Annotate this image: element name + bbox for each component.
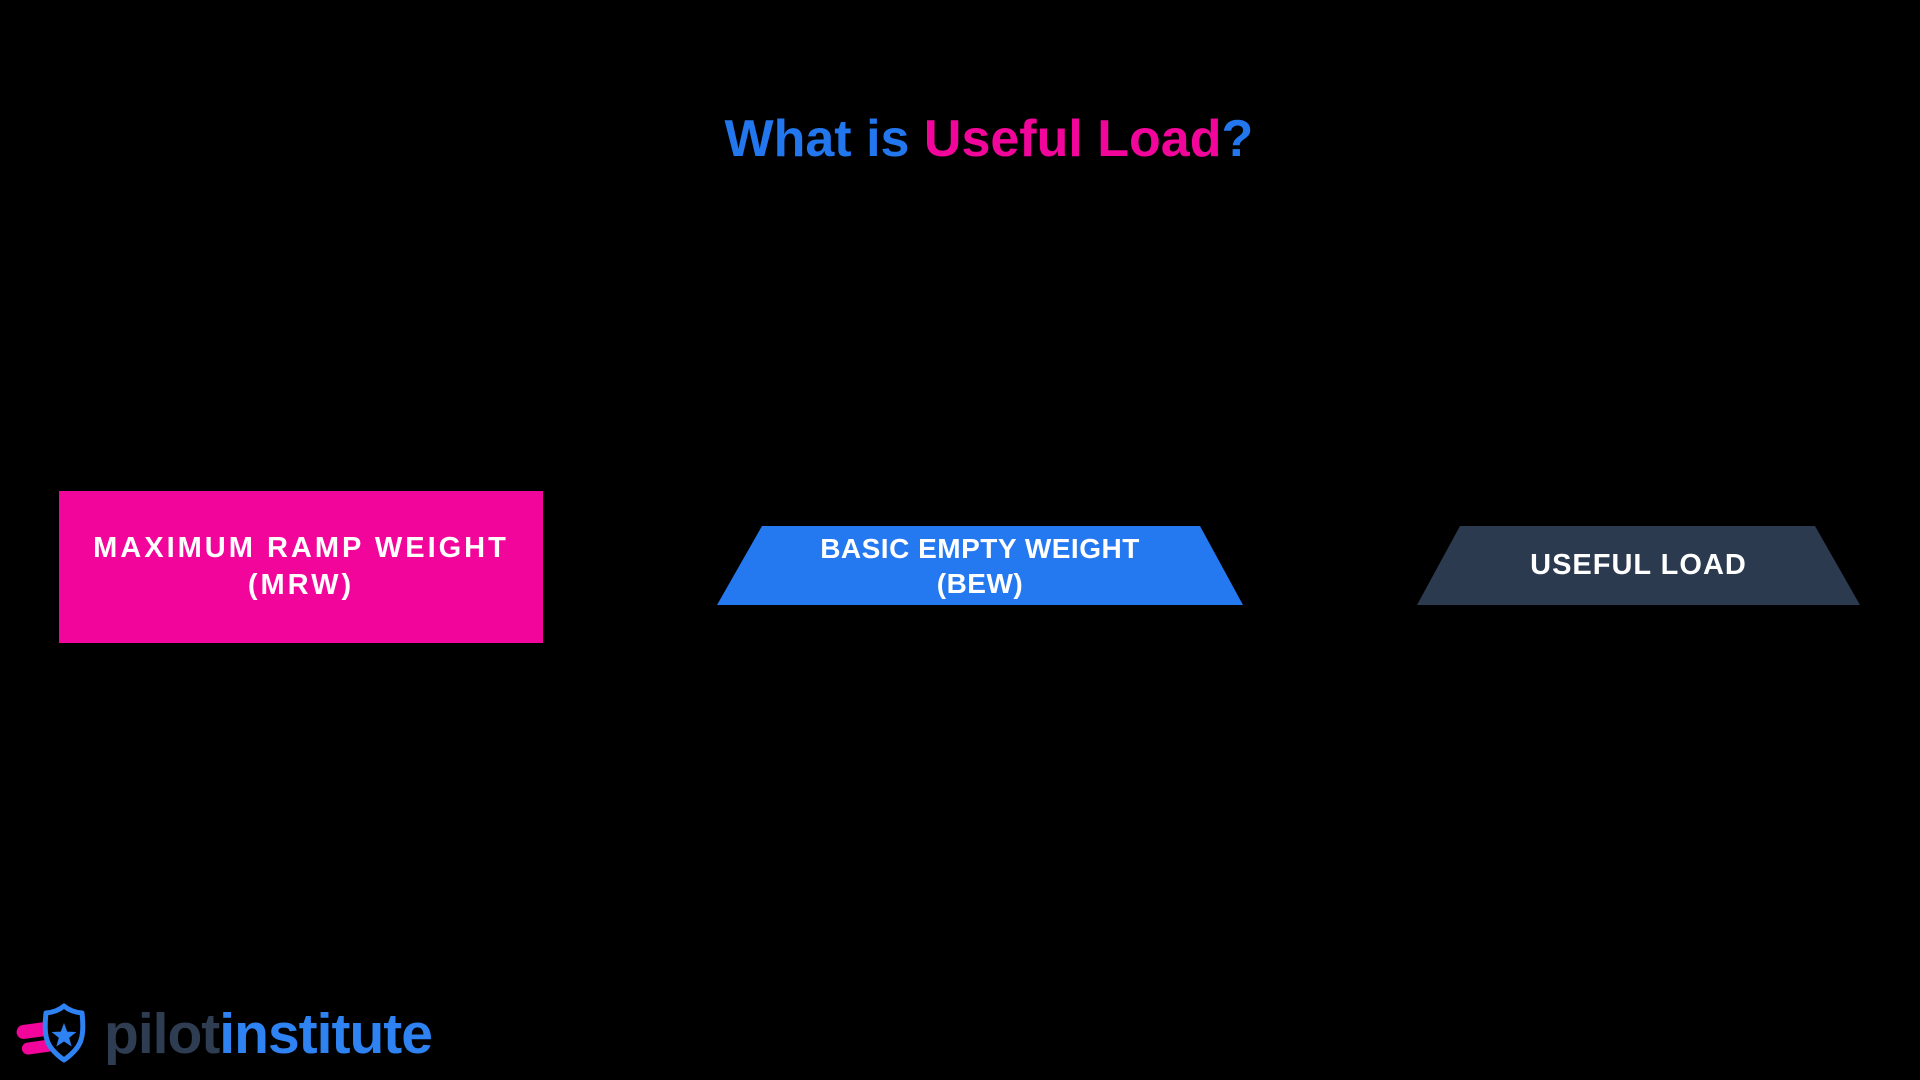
title-part-blue: What is — [724, 110, 924, 168]
logo-word-pilot: pilot — [104, 1002, 220, 1066]
shield-star-wing-icon — [16, 1003, 86, 1063]
page-title: What is Useful Load? — [0, 52, 1920, 226]
block-basic-empty-weight: BASIC EMPTY WEIGHT (BEW) — [717, 526, 1243, 605]
title-question-mark: ? — [1221, 110, 1254, 168]
block-sublabel: (MRW) — [247, 569, 355, 601]
pilot-institute-logo: pilotinstitute — [16, 1000, 433, 1068]
block-useful-load: USEFUL LOAD — [1417, 526, 1860, 605]
block-label: MAXIMUM RAMP WEIGHT — [93, 532, 509, 564]
logo-wordmark: pilotinstitute — [104, 1002, 433, 1066]
block-label: USEFUL LOAD — [1530, 549, 1747, 581]
title-part-pink: Useful Load — [923, 110, 1222, 168]
logo-word-institute: institute — [219, 1002, 433, 1066]
block-label: BASIC EMPTY WEIGHT — [820, 532, 1140, 564]
block-maximum-ramp-weight: MAXIMUM RAMP WEIGHT (MRW) — [59, 491, 543, 643]
block-sublabel: (BEW) — [936, 567, 1024, 599]
